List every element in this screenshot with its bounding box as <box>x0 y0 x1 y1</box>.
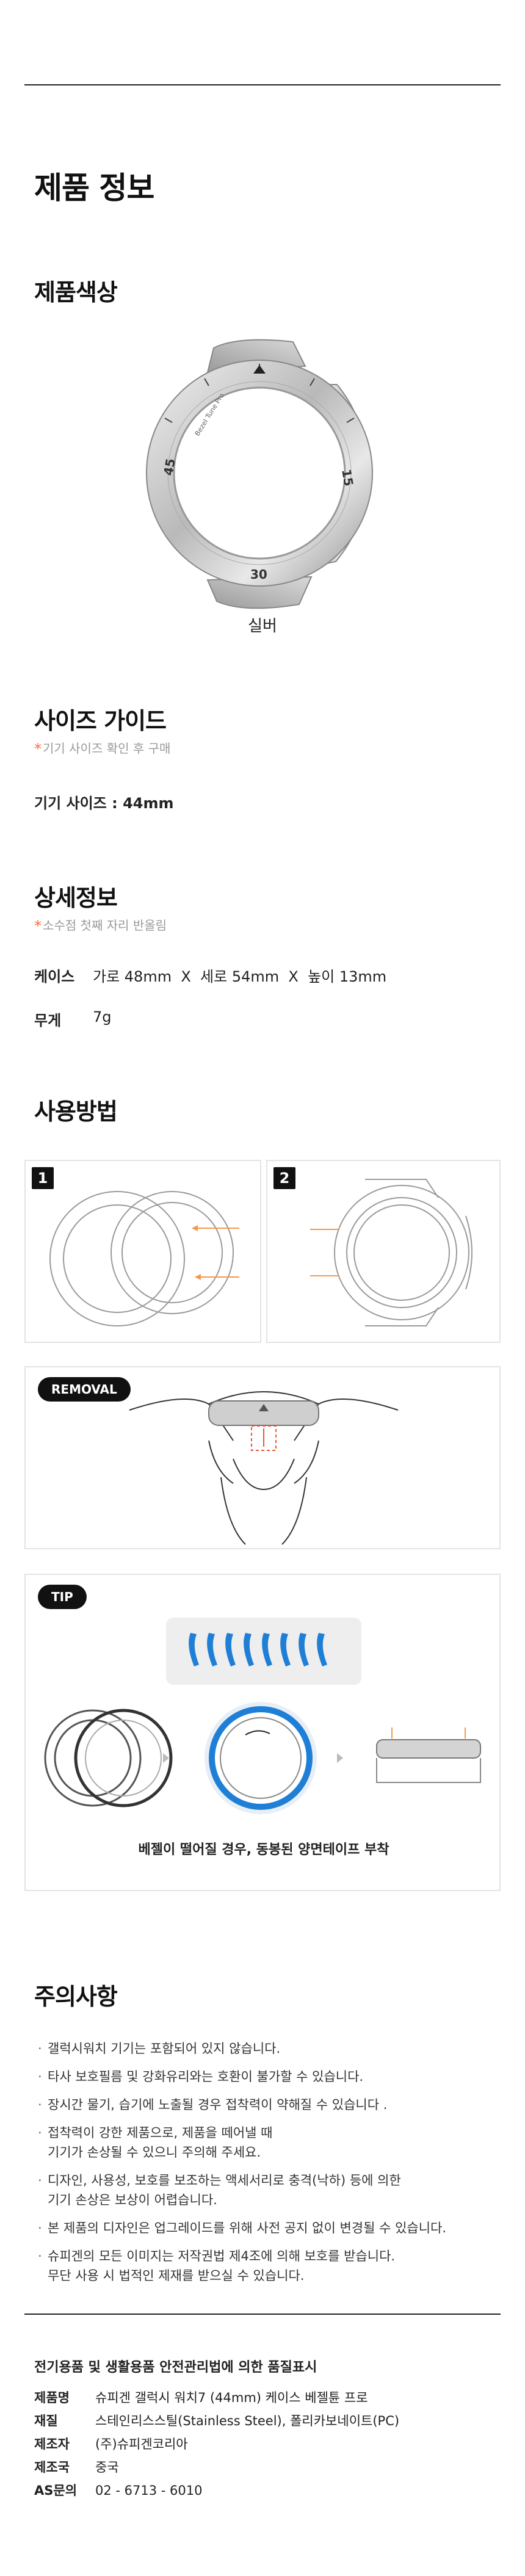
caution-item: 장시간 물기, 습기에 노출될 경우 접착력이 약해질 수 있습니다 . <box>34 2095 498 2115</box>
tip-caption: 베젤이 떨어질 경우, 동봉된 양면테이프 부착 <box>138 1842 389 1858</box>
safety-value: 02 - 6713 - 6010 <box>95 2483 203 2498</box>
safety-value: 중국 <box>95 2460 119 2475</box>
safety-row: 제조국 중국 <box>34 2458 119 2476</box>
safety-value: 스테인리스스틸(Stainless Steel), 폴리카보네이트(PC) <box>95 2414 400 2428</box>
size-note: *기기 사이즈 확인 후 구매 <box>34 740 171 758</box>
step-1-illustration <box>49 1191 239 1326</box>
safety-title: 전기용품 및 생활용품 안전관리법에 의한 품질표시 <box>34 2360 317 2375</box>
safety-row: 재질 스테인리스스틸(Stainless Steel), 폴리카보네이트(PC) <box>34 2411 399 2429</box>
caution-item: 디자인, 사용성, 보호를 보조하는 액세서리로 충격(낙하) 등에 의한 기기… <box>34 2171 498 2210</box>
page-title: 제품 정보 <box>34 170 154 206</box>
caution-list: 갤럭시워치 기기는 포함되어 있지 않습니다. 타사 보호필름 및 강화유리와는 … <box>34 2039 498 2294</box>
safety-key: 제조국 <box>34 2460 70 2475</box>
usage-step-1-panel: 1 <box>24 1160 261 1343</box>
weight-value: 7g <box>93 1008 112 1026</box>
step-2-badge: 2 <box>273 1167 295 1189</box>
device-size: 기기 사이즈 : 44mm <box>34 795 174 812</box>
step-1-badge: 1 <box>32 1167 54 1189</box>
tip-illustration <box>44 1618 481 1814</box>
removal-illustration <box>129 1391 399 1545</box>
case-value: 가로 48mm X 세로 54mm X 높이 13mm <box>93 968 387 985</box>
color-name: 실버 <box>248 617 277 635</box>
removal-label: REMOVAL <box>38 1377 131 1402</box>
weight-label: 무게 <box>34 1012 62 1029</box>
caution-section-title: 주의사항 <box>34 1983 118 2010</box>
usage-step-2-panel: 2 <box>266 1160 501 1343</box>
caution-item: 타사 보호필름 및 강화유리와는 호환이 불가할 수 있습니다. <box>34 2067 498 2086</box>
bezel-mark-30: 30 <box>250 567 267 582</box>
product-image-silver: 45 15 30 Bezel Tune Pro <box>146 339 373 609</box>
size-section-title: 사이즈 가이드 <box>34 707 167 734</box>
safety-key: 제품명 <box>34 2390 70 2405</box>
caution-item: 슈피겐의 모든 이미지는 저작권법 제4조에 의해 보호를 받습니다. 무단 사… <box>34 2246 498 2285</box>
safety-row: 제조자 (주)슈피겐코리아 <box>34 2434 188 2453</box>
size-note-text: 기기 사이즈 확인 후 구매 <box>43 741 171 756</box>
color-section-title: 제품색상 <box>34 279 118 306</box>
safety-row: AS문의 02 - 6713 - 6010 <box>34 2481 202 2499</box>
tip-panel: TIP <box>24 1574 501 1891</box>
usage-section-title: 사용방법 <box>34 1098 118 1125</box>
caution-item: 본 제품의 디자인은 업그레이드를 위해 사전 공지 없이 변경될 수 있습니다… <box>34 2218 498 2238</box>
detail-note-text: 소수점 첫째 자리 반올림 <box>43 918 167 933</box>
safety-key: 재질 <box>34 2414 58 2428</box>
step-2-illustration <box>310 1179 472 1326</box>
bezel-mark-45: 45 <box>161 457 178 477</box>
safety-row: 제품명 슈피겐 갤럭시 워치7 (44mm) 케이스 베젤튠 프로 <box>34 2388 368 2406</box>
bottom-divider <box>24 2314 501 2315</box>
caution-item: 갤럭시워치 기기는 포함되어 있지 않습니다. <box>34 2039 498 2058</box>
tip-label: TIP <box>38 1585 87 1609</box>
case-label: 케이스 <box>34 968 75 985</box>
safety-value: 슈피겐 갤럭시 워치7 (44mm) 케이스 베젤튠 프로 <box>95 2390 368 2405</box>
safety-value: (주)슈피겐코리아 <box>95 2437 188 2451</box>
bezel-mark-15: 15 <box>339 468 356 488</box>
detail-section-title: 상세정보 <box>34 885 118 911</box>
top-divider <box>24 84 501 85</box>
detail-note: *소수점 첫째 자리 반올림 <box>34 917 167 935</box>
removal-panel: REMOVAL <box>24 1366 501 1549</box>
caution-item: 접착력이 강한 제품으로, 제품을 떼어낼 때 기기가 손상될 수 있으니 주의… <box>34 2123 498 2162</box>
safety-key: AS문의 <box>34 2483 78 2498</box>
safety-key: 제조자 <box>34 2437 70 2451</box>
